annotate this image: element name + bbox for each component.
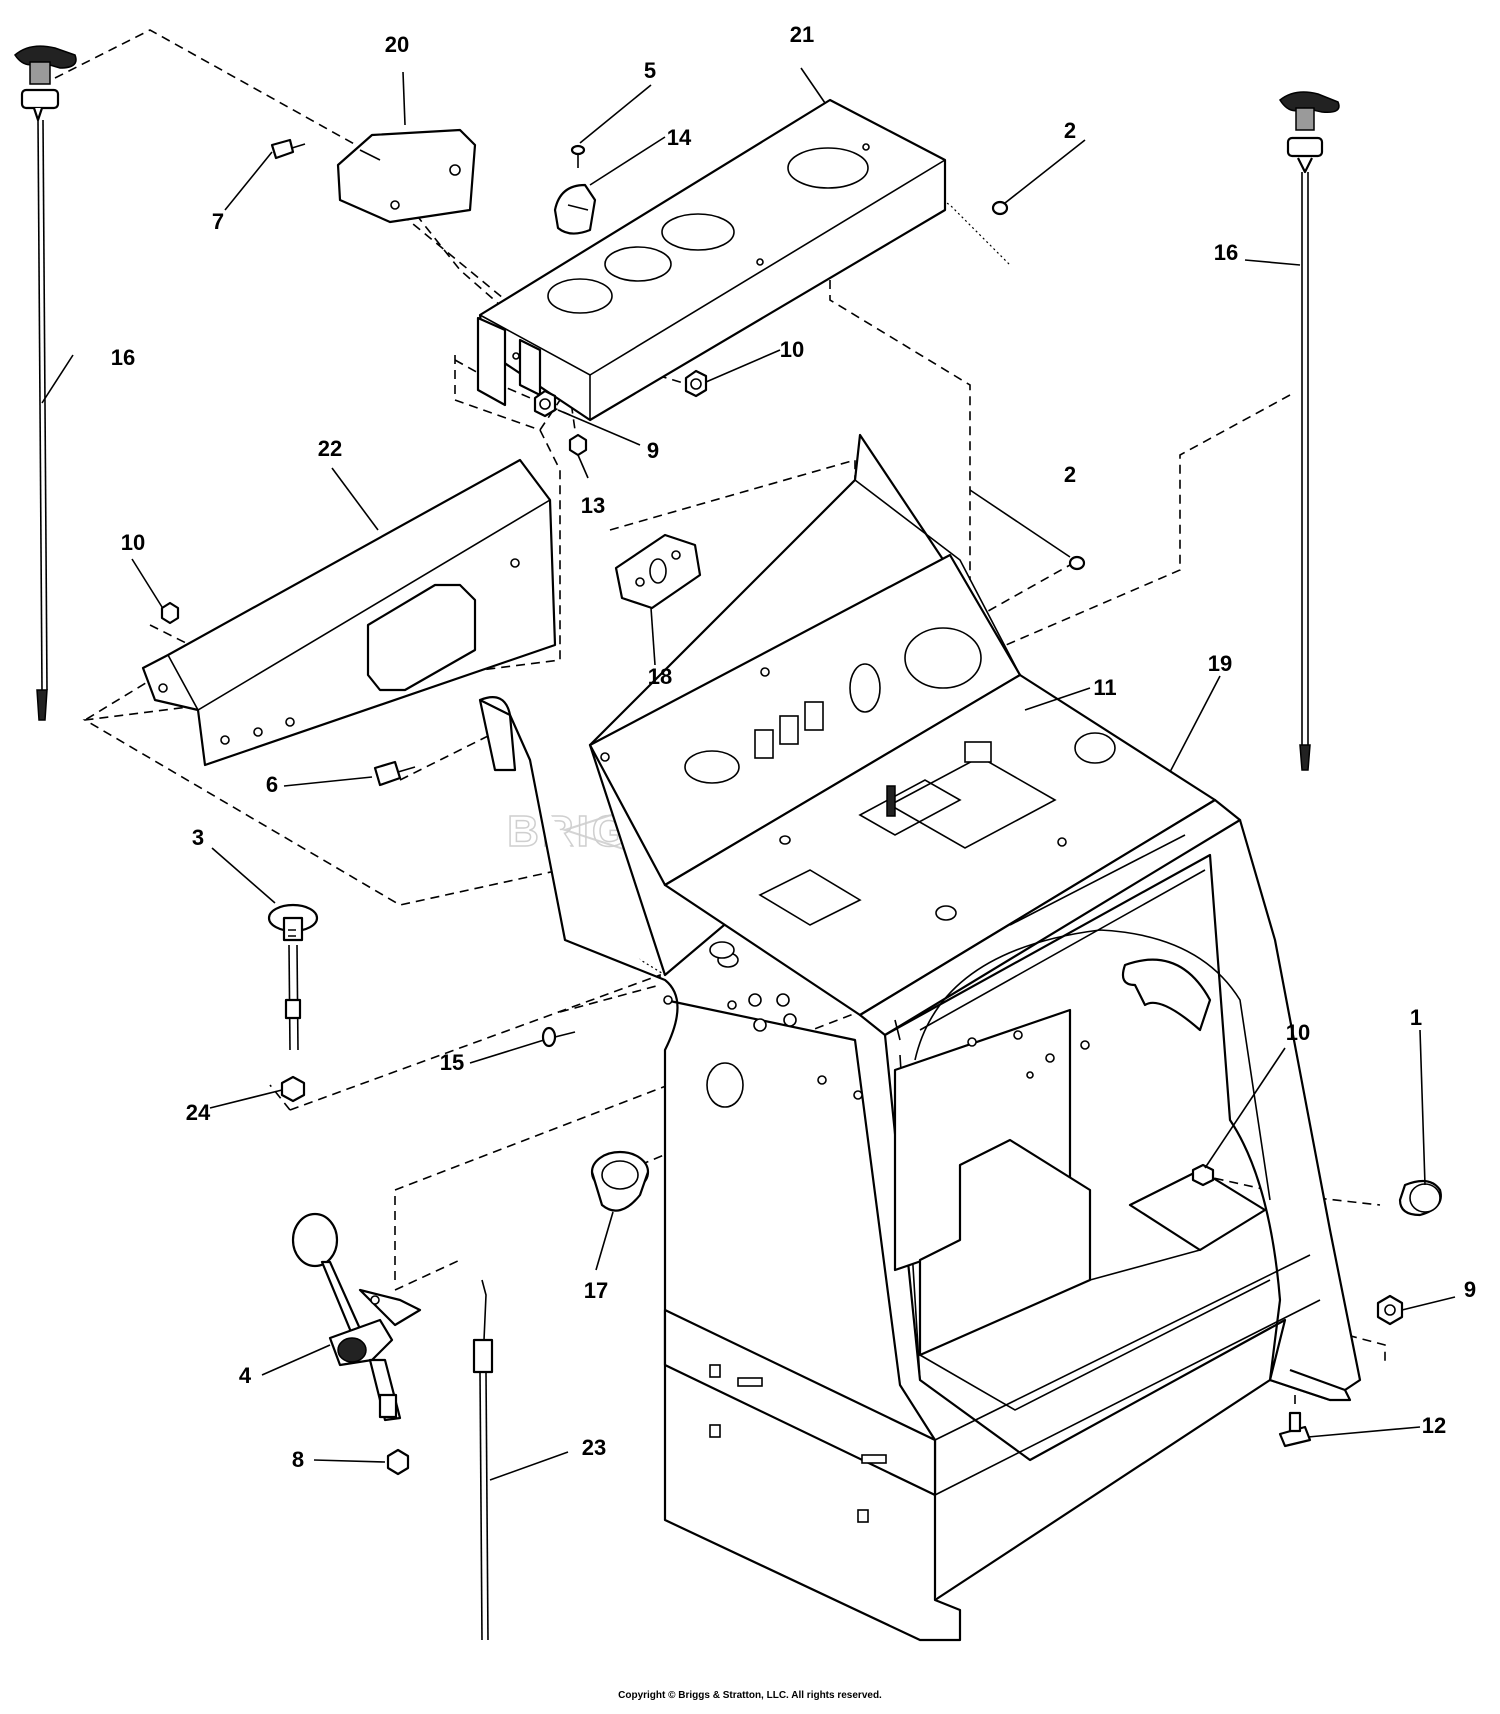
knob-3 bbox=[267, 903, 319, 1051]
rivet-15 bbox=[541, 1026, 576, 1048]
callout-22: 22 bbox=[318, 436, 342, 461]
screw-2-mid bbox=[1068, 555, 1086, 571]
grommet-17 bbox=[590, 1150, 650, 1212]
callout-13: 13 bbox=[581, 493, 605, 518]
callout-5: 5 bbox=[644, 58, 656, 83]
nut-13 bbox=[568, 433, 588, 457]
cable-handle-left bbox=[14, 45, 77, 721]
cap-1 bbox=[1398, 1179, 1442, 1217]
callout-2: 2 bbox=[1064, 462, 1076, 487]
callout-9: 9 bbox=[1464, 1277, 1476, 1302]
nut-8 bbox=[386, 1448, 410, 1476]
callout-2: 2 bbox=[1064, 118, 1076, 143]
callout-20: 20 bbox=[385, 32, 409, 57]
callout-1: 1 bbox=[1410, 1005, 1422, 1030]
callout-17: 17 bbox=[584, 1278, 608, 1303]
callout-23: 23 bbox=[582, 1435, 606, 1460]
callout-12: 12 bbox=[1422, 1413, 1446, 1438]
callout-16: 16 bbox=[111, 345, 135, 370]
callout-15: 15 bbox=[440, 1050, 464, 1075]
screw-2-top bbox=[991, 200, 1009, 216]
callout-3: 3 bbox=[192, 825, 204, 850]
callout-11: 11 bbox=[1093, 675, 1116, 700]
screw-5 bbox=[570, 144, 586, 168]
plate-18 bbox=[614, 533, 702, 610]
nut-9-right bbox=[1376, 1294, 1404, 1326]
callout-labels: 1 2 2 3 4 5 6 7 8 9 9 10 10 10 11 12 13 … bbox=[111, 22, 1476, 1472]
top-console-21 bbox=[476, 98, 947, 422]
clip-14 bbox=[553, 183, 597, 235]
panel-22 bbox=[141, 458, 557, 767]
leader-lines bbox=[41, 67, 1456, 1481]
nut-24 bbox=[280, 1075, 306, 1103]
main-frame-19 bbox=[478, 433, 1362, 1642]
callout-24: 24 bbox=[186, 1100, 211, 1125]
bolt-12 bbox=[1278, 1411, 1312, 1448]
lever-4 bbox=[291, 1212, 422, 1422]
nut-10-right bbox=[1191, 1163, 1215, 1187]
nut-10-top bbox=[684, 369, 708, 398]
callout-6: 6 bbox=[266, 772, 278, 797]
bracket-20 bbox=[336, 128, 477, 224]
screw-11 bbox=[886, 785, 896, 817]
callout-19: 19 bbox=[1208, 651, 1232, 676]
screw-6 bbox=[373, 760, 416, 787]
callout-9: 9 bbox=[647, 438, 659, 463]
callout-18: 18 bbox=[648, 664, 672, 689]
callout-8: 8 bbox=[292, 1447, 304, 1472]
nut-9-top bbox=[533, 389, 557, 418]
callout-10: 10 bbox=[121, 530, 145, 555]
callout-16: 16 bbox=[1214, 240, 1238, 265]
callout-21: 21 bbox=[790, 22, 814, 47]
copyright-notice: Copyright © Briggs & Stratton, LLC. All … bbox=[618, 1690, 882, 1701]
nut-10-left bbox=[160, 601, 180, 625]
callout-10: 10 bbox=[1286, 1020, 1310, 1045]
callout-7: 7 bbox=[212, 209, 224, 234]
callout-4: 4 bbox=[239, 1363, 252, 1388]
cable-23 bbox=[472, 1279, 494, 1641]
callout-14: 14 bbox=[667, 125, 692, 150]
callout-10: 10 bbox=[780, 337, 804, 362]
cable-handle-right bbox=[1279, 91, 1340, 771]
screw-7 bbox=[270, 138, 306, 160]
